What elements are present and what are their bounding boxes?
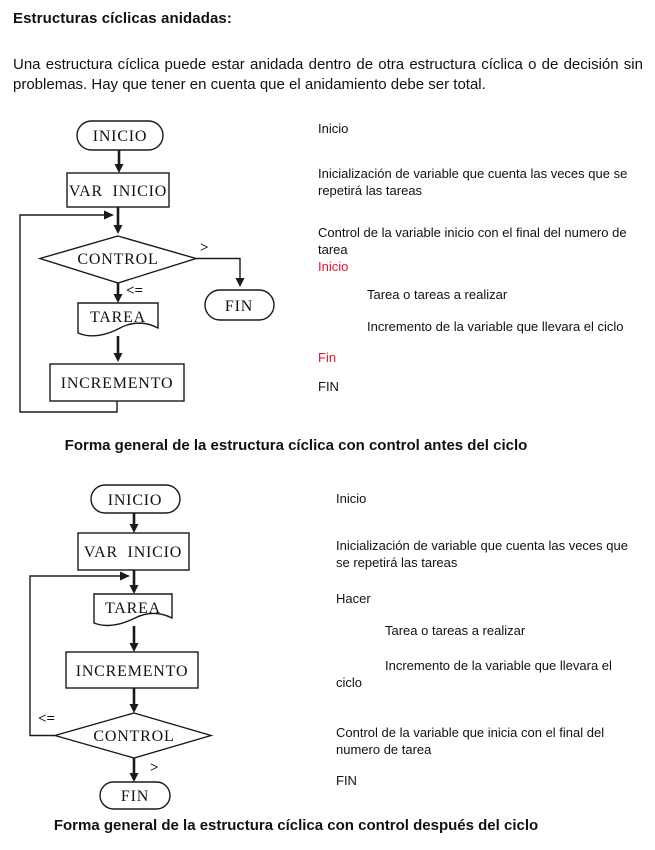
fc2-less-equal-label: <= <box>38 711 55 727</box>
annotation-line: se repetirá las tareas <box>336 555 458 570</box>
fc2-fin-label: FIN <box>121 788 149 805</box>
flowchart-control-before: INICIO VAR INICIO CONTROL > FIN <= TAREA <box>19 120 275 413</box>
fc1-start-label: INICIO <box>93 128 148 145</box>
annotation-line: Incremento de la variable que llevara el <box>385 658 612 673</box>
annotation-line: tarea <box>318 242 348 257</box>
fc2-annotation-inicio: Inicio <box>336 490 366 507</box>
annotation-line: FIN <box>336 773 357 788</box>
fc2-var-inicio-node <box>77 532 190 571</box>
flowchart2-caption: Forma general de la estructura cíclica c… <box>53 817 539 834</box>
fc1-annotation-inicio-keyword: Inicio <box>318 258 348 275</box>
fc2-start-label: INICIO <box>108 492 163 509</box>
annotation-line: Inicio <box>318 121 349 136</box>
fc1-arrowhead-icon <box>113 353 123 362</box>
fc1-annotation-fin: FIN <box>318 378 339 395</box>
fc1-arrowhead-icon <box>113 225 123 234</box>
fc2-loop-line <box>29 575 120 737</box>
fc2-var-inicio-label: VAR INICIO <box>84 544 182 561</box>
fc1-var-inicio-label: VAR INICIO <box>69 183 167 200</box>
fc1-annotation-tarea: Tarea o tareas a realizar <box>318 286 507 303</box>
annotation-line: Inicio <box>336 491 367 506</box>
fc1-arrowhead-icon <box>235 278 245 287</box>
fc2-annotation-inicializacion: Inicialización de variable que cuenta la… <box>336 537 628 571</box>
annotation-line: FIN <box>318 379 339 394</box>
fc1-arrowhead-icon <box>113 294 123 303</box>
fc2-incremento-label: INCREMENTO <box>76 663 189 680</box>
annotation-line: Fin <box>318 350 337 365</box>
fc1-less-equal-label: <= <box>126 283 143 299</box>
fc1-fin-node <box>204 289 275 321</box>
flowchart1-caption: Forma general de la estructura cíclica c… <box>64 437 528 454</box>
annotation-line: Inicialización de variable que cuenta la… <box>318 166 628 181</box>
fc1-tarea-label: TAREA <box>90 309 146 326</box>
fc1-loop-line <box>19 214 118 413</box>
annotation-line: repetirá las tareas <box>318 183 423 198</box>
annotation-line: Control de la variable inicio con el fin… <box>318 225 627 240</box>
fc2-annotation-tarea: Tarea o tareas a realizar <box>336 622 525 639</box>
fc2-greater-label: > <box>150 760 159 776</box>
fc2-annotation-control: Control de la variable que inicia con el… <box>336 724 604 758</box>
fc2-tarea-label: TAREA <box>105 600 161 617</box>
fc1-var-inicio-node <box>66 172 170 208</box>
flowchart-control-after: INICIO VAR INICIO TAREA INCREMENTO CONTR… <box>29 484 214 810</box>
annotation-line: Hacer <box>336 591 371 606</box>
annotation-line: Incremento de la variable que llevara el… <box>367 319 624 334</box>
fc2-annotation-hacer: Hacer <box>336 590 371 607</box>
fc2-start-node <box>90 484 181 514</box>
fc1-annotation-inicializacion: Inicialización de variable que cuenta la… <box>318 165 627 199</box>
annotation-line: Tarea o tareas a realizar <box>367 287 508 302</box>
fc1-branch-to-fin-line <box>196 257 241 278</box>
fc1-greater-label: > <box>200 240 209 256</box>
fc2-annotation-fin: FIN <box>336 772 357 789</box>
fc2-arrowhead-icon <box>129 704 139 713</box>
fc1-loop-arrowhead-icon <box>104 210 114 220</box>
fc2-arrowhead-icon <box>129 643 139 652</box>
intro-paragraph: Una estructura cíclica puede estar anida… <box>13 56 643 93</box>
annotation-line: Inicio <box>318 259 349 274</box>
fc1-annotation-fin-keyword: Fin <box>318 349 336 366</box>
fc1-control-label: CONTROL <box>77 251 158 268</box>
annotation-line: Inicialización de variable que cuenta la… <box>336 538 628 553</box>
fc2-incremento-node <box>65 651 199 689</box>
annotation-line: ciclo <box>336 675 363 690</box>
fc1-incremento-label: INCREMENTO <box>61 375 174 392</box>
fc2-arrowhead-icon <box>129 773 139 782</box>
annotation-line: Control de la variable que inicia con el… <box>336 725 605 740</box>
fc2-control-label: CONTROL <box>93 728 174 745</box>
fc2-arrowhead-icon <box>129 585 139 594</box>
fc1-annotation-inicio: Inicio <box>318 120 348 137</box>
fc1-arrowhead-icon <box>114 164 124 173</box>
fc1-annotation-incremento: Incremento de la variable que llevara el… <box>318 318 624 335</box>
page-title: Estructuras cíclicas anidadas: <box>13 10 232 27</box>
fc1-tarea-node <box>77 302 159 337</box>
fc1-annotation-control: Control de la variable inicio con el fin… <box>318 224 627 258</box>
annotation-line: Tarea o tareas a realizar <box>385 623 526 638</box>
fc2-tarea-node <box>93 593 173 627</box>
fc1-incremento-node <box>49 363 185 402</box>
fc2-loop-arrowhead-icon <box>120 571 130 581</box>
fc2-annotation-incremento: Incremento de la variable que llevara el… <box>336 657 612 691</box>
annotation-line: numero de tarea <box>336 742 432 757</box>
fc2-fin-node <box>99 781 171 810</box>
fc1-fin-label: FIN <box>225 298 253 315</box>
fc2-arrowhead-icon <box>129 524 139 533</box>
